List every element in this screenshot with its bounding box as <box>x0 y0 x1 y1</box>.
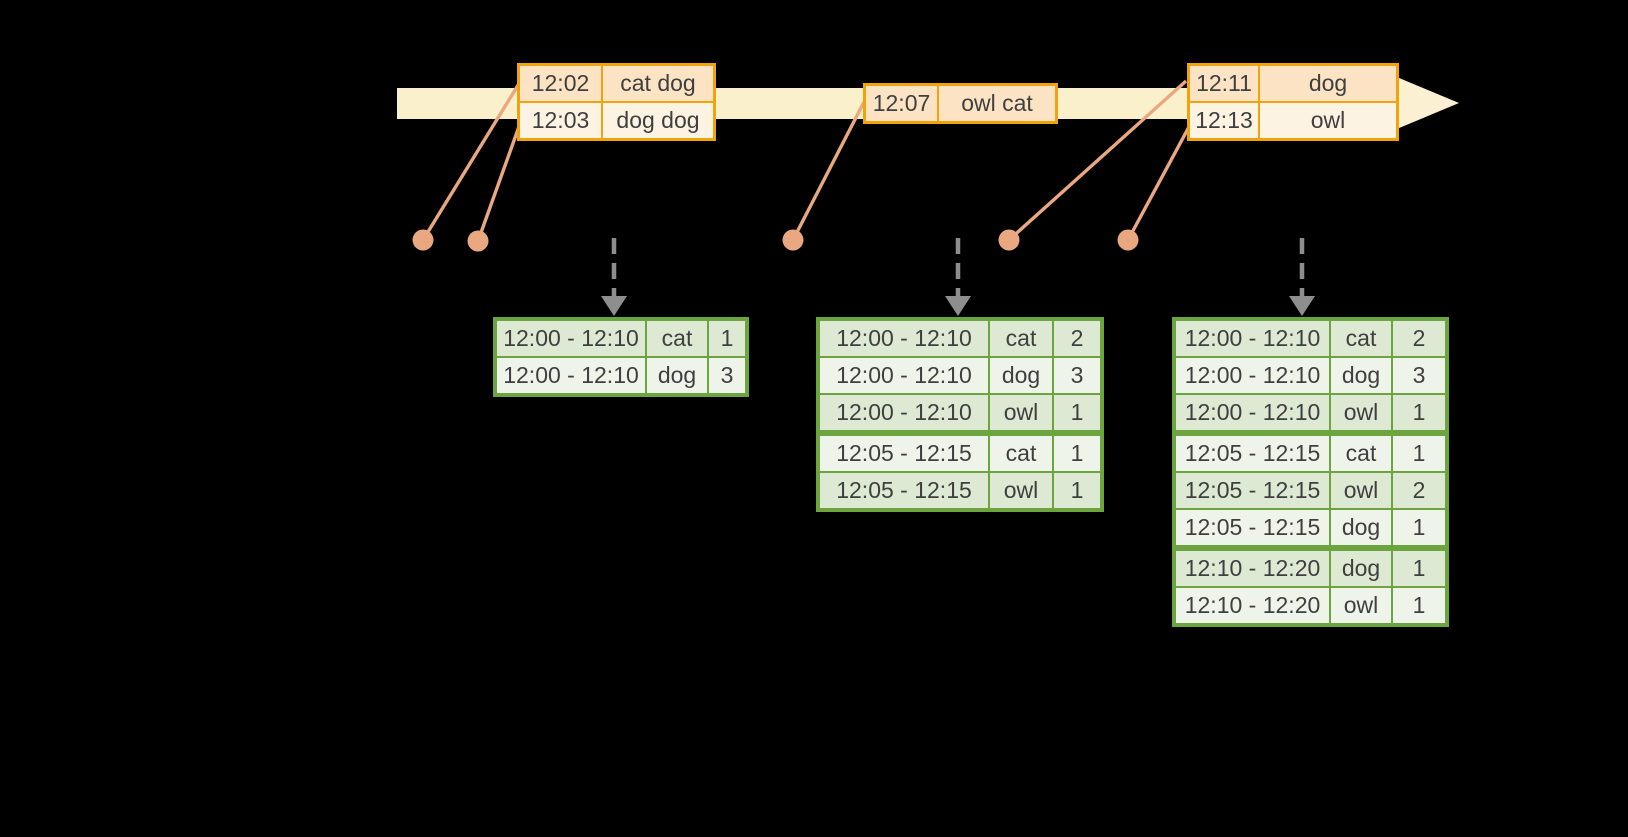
result-word: cat <box>990 436 1052 471</box>
result-count: 1 <box>1054 395 1100 430</box>
event-dot-icon <box>782 229 804 251</box>
result-count: 1 <box>1393 510 1445 545</box>
event-time: 12:02 <box>520 66 601 101</box>
result-word: owl <box>1331 588 1391 623</box>
result-word: dog <box>1331 358 1391 393</box>
trigger-arrows <box>611 238 1305 296</box>
down-arrowhead-icon <box>601 296 627 316</box>
result-window: 12:00 - 12:10 <box>1176 358 1329 393</box>
result-word: cat <box>1331 321 1391 356</box>
event-words: dog <box>1260 66 1396 101</box>
result-word: cat <box>1331 436 1391 471</box>
result-count: 1 <box>709 321 745 356</box>
result-count: 3 <box>709 358 745 393</box>
result-count: 2 <box>1393 321 1445 356</box>
result-word: dog <box>1331 551 1391 586</box>
event-time: 12:11 <box>1190 66 1258 101</box>
event-time: 12:03 <box>520 103 601 138</box>
event-dot-icon <box>412 229 434 251</box>
result-window: 12:05 - 12:15 <box>820 473 988 508</box>
result-window: 12:05 - 12:15 <box>1176 436 1329 471</box>
result-window: 12:00 - 12:10 <box>820 321 988 356</box>
connector-line <box>476 120 523 242</box>
event-words: dog dog <box>603 103 713 138</box>
result-count: 2 <box>1393 473 1445 508</box>
result-word: owl <box>1331 395 1391 430</box>
down-arrowhead-icon <box>945 296 971 316</box>
event-dot-icon <box>467 230 489 252</box>
result-window: 12:00 - 12:10 <box>820 395 988 430</box>
connector-line <box>1126 124 1192 241</box>
result-count: 2 <box>1054 321 1100 356</box>
event-time: 12:13 <box>1190 103 1258 138</box>
event-dot-icon <box>998 229 1020 251</box>
result-word: owl <box>990 395 1052 430</box>
result-word: owl <box>990 473 1052 508</box>
result-word: cat <box>647 321 707 356</box>
connector-line <box>791 101 866 241</box>
result-count: 1 <box>1393 395 1445 430</box>
result-window: 12:05 - 12:15 <box>1176 473 1329 508</box>
result-count: 3 <box>1393 358 1445 393</box>
result-word: dog <box>990 358 1052 393</box>
connector-line <box>421 81 522 241</box>
result-count: 3 <box>1054 358 1100 393</box>
connector-line <box>1007 79 1188 242</box>
event-dot-icon <box>1117 229 1139 251</box>
event-markers <box>412 229 1139 252</box>
result-word: owl <box>1331 473 1391 508</box>
result-count: 1 <box>1393 588 1445 623</box>
result-count: 1 <box>1393 551 1445 586</box>
result-window: 12:10 - 12:20 <box>1176 551 1329 586</box>
event-words: cat dog <box>603 66 713 101</box>
result-word: cat <box>990 321 1052 356</box>
event-time: 12:07 <box>866 86 937 121</box>
down-arrowhead-icon <box>1289 296 1315 316</box>
result-window: 12:10 - 12:20 <box>1176 588 1329 623</box>
result-window: 12:00 - 12:10 <box>820 358 988 393</box>
result-window: 12:05 - 12:15 <box>1176 510 1329 545</box>
event-words: owl <box>1260 103 1396 138</box>
event-words: owl cat <box>939 86 1055 121</box>
result-count: 1 <box>1393 436 1445 471</box>
result-word: dog <box>1331 510 1391 545</box>
result-word: dog <box>647 358 707 393</box>
result-count: 1 <box>1054 436 1100 471</box>
result-window: 12:00 - 12:10 <box>497 358 645 393</box>
result-window: 12:00 - 12:10 <box>1176 321 1329 356</box>
result-window: 12:00 - 12:10 <box>1176 395 1329 430</box>
connector-lines <box>421 79 1192 242</box>
timeline-arrowhead-icon <box>1392 75 1459 131</box>
result-window: 12:00 - 12:10 <box>497 321 645 356</box>
result-window: 12:05 - 12:15 <box>820 436 988 471</box>
result-count: 1 <box>1054 473 1100 508</box>
trigger-arrowheads <box>601 296 1315 316</box>
